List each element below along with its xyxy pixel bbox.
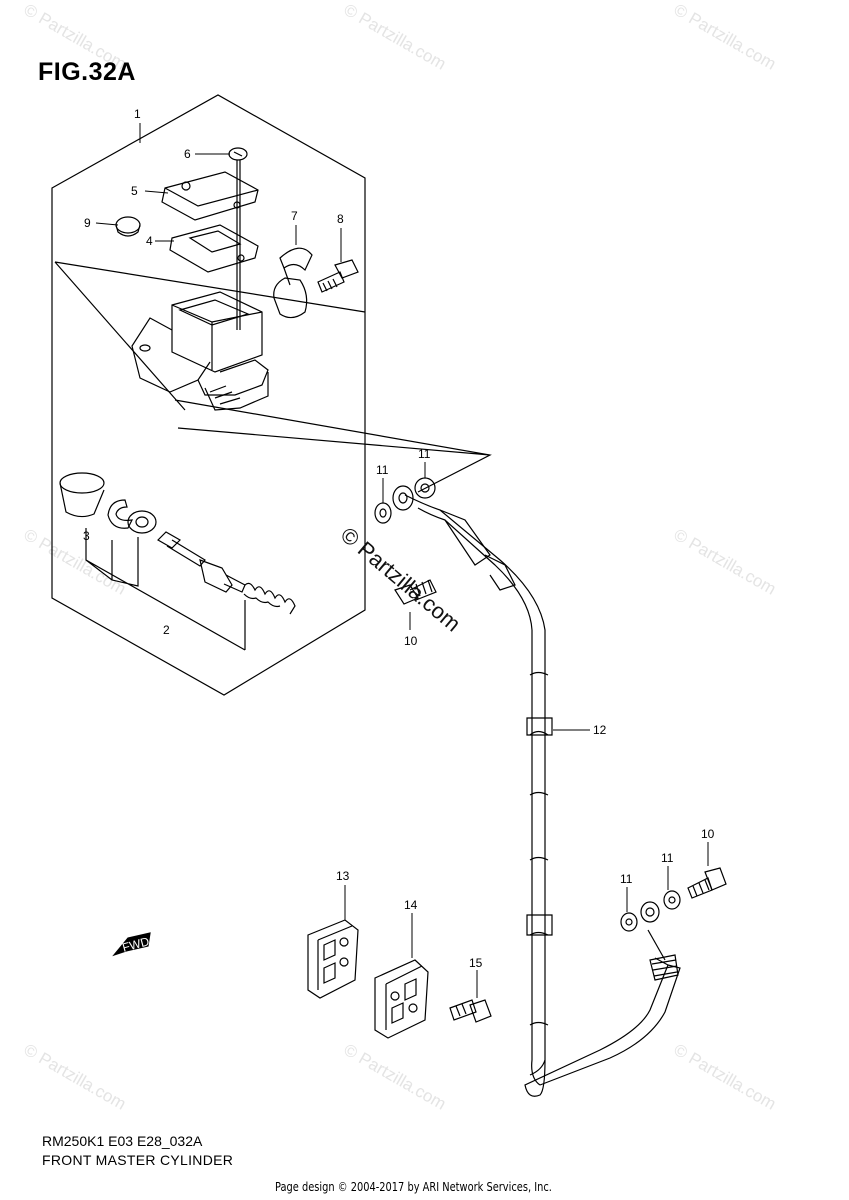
callout-numbers: 1 2 3 4 5 6 7 8 9 10 10 11 11 11 11 12 1… — [83, 107, 715, 970]
callout-leaders — [95, 123, 709, 998]
washer — [127, 510, 157, 534]
hose-washers-upper — [374, 477, 436, 524]
callout-11-lower-right: 11 — [661, 851, 674, 865]
banjo-bolt-upper — [394, 579, 437, 605]
callout-11-lower-left: 11 — [620, 872, 633, 886]
assembly-outline — [51, 94, 366, 696]
diaphragm-plate — [169, 224, 259, 273]
leader-lines — [54, 261, 492, 493]
callout-10-upper: 10 — [404, 634, 418, 648]
fwd-arrow: FWD — [112, 932, 151, 957]
callout-1: 1 — [134, 107, 141, 121]
guide-bolt — [449, 999, 492, 1023]
hose-guide — [374, 959, 429, 1039]
callout-11-upper-right: 11 — [418, 447, 431, 461]
master-cylinder-body — [131, 291, 269, 411]
callout-5: 5 — [131, 184, 138, 198]
callout-14: 14 — [404, 898, 418, 912]
figure-name: FRONT MASTER CYLINDER — [42, 1152, 234, 1168]
callout-12: 12 — [593, 723, 607, 737]
callout-8: 8 — [337, 212, 344, 226]
boot — [59, 472, 105, 518]
callout-4: 4 — [146, 234, 153, 248]
reservoir-cap — [161, 171, 259, 221]
banjo-bolt-lower — [687, 867, 727, 899]
cover-disc — [115, 216, 141, 237]
callout-6: 6 — [184, 147, 191, 161]
callout-15: 15 — [469, 956, 483, 970]
handlebar-clamp — [273, 247, 313, 319]
bracket-lines — [85, 528, 246, 651]
circlip — [107, 499, 134, 529]
clamp-bolt — [317, 259, 359, 293]
page-credit: Page design © 2004-2017 by ARI Network S… — [275, 1180, 552, 1194]
hose-washers-lower — [620, 890, 681, 932]
callout-9: 9 — [84, 216, 91, 230]
callout-7: 7 — [291, 209, 298, 223]
callout-13: 13 — [336, 869, 350, 883]
callout-10-lower: 10 — [701, 827, 715, 841]
hose-guide — [307, 919, 359, 999]
callout-3: 3 — [83, 529, 90, 543]
callout-2: 2 — [163, 623, 170, 637]
figure-code: RM250K1 E03 E28_032A — [42, 1133, 203, 1149]
brake-hose — [404, 494, 681, 1097]
fwd-label: FWD — [121, 934, 151, 955]
callout-11-upper-left: 11 — [376, 463, 389, 477]
figure-title: FIG.32A — [38, 58, 136, 86]
piston-assembly — [157, 531, 296, 615]
